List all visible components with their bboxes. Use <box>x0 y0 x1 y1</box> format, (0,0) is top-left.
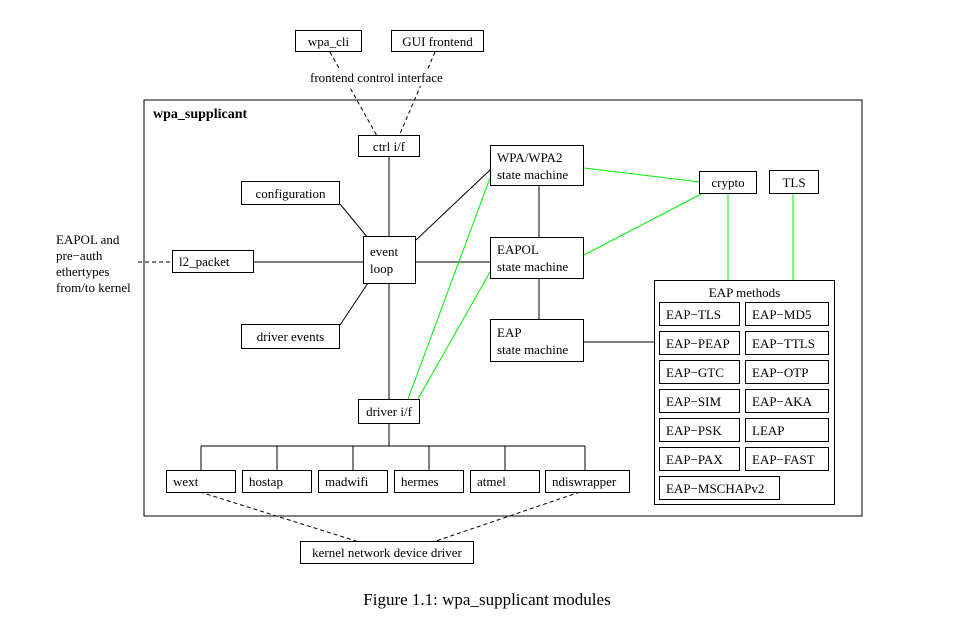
kernel-driver-label: kernel network device driver <box>312 545 462 560</box>
eap-method-item: EAP−OTP <box>745 360 829 384</box>
link-event-wpa <box>415 169 491 241</box>
event-loop-line-2: loop <box>370 261 394 276</box>
dash-wext-kernel <box>199 491 357 542</box>
eap-method-item: EAP−AKA <box>745 389 829 413</box>
dash-ndis-kernel <box>435 491 581 542</box>
eapol-state-machine-box: EAPOL state machine <box>490 237 584 279</box>
eap-method-item: EAP−MSCHAPv2 <box>659 476 780 500</box>
dash-gui-ctrl <box>398 51 436 137</box>
wpa-state-machine-box: WPA/WPA2 state machine <box>490 145 584 186</box>
ctrl-if-box: ctrl i/f <box>358 135 420 157</box>
green-eapol-driverif <box>417 271 491 400</box>
eap-method-item: EAP−TTLS <box>745 331 829 355</box>
eap-method-label: EAP−SIM <box>666 393 722 409</box>
configuration-label: configuration <box>255 185 326 201</box>
eap-method-item: EAP−GTC <box>659 360 740 384</box>
frontend-control-interface-label: frontend control interface <box>308 70 445 86</box>
driver-label: ndiswrapper <box>552 474 617 489</box>
l2-packet-label: l2_packet <box>179 254 230 269</box>
wpa-sm-line-1: WPA/WPA2 <box>497 149 563 165</box>
driver-ndiswrapper-box: ndiswrapper <box>545 470 630 493</box>
eapol-kernel-note: EAPOL and pre−auth ethertypes from/to ke… <box>56 232 131 296</box>
figure-caption: Figure 1.1: wpa_supplicant modules <box>363 590 611 609</box>
eapol-note-line-1: EAPOL and <box>56 232 120 247</box>
driver-label: atmel <box>477 474 506 489</box>
eap-state-machine-box: EAP state machine <box>490 319 584 362</box>
eapol-note-line-3: ethertypes <box>56 264 110 279</box>
driver-atmel-box: atmel <box>470 470 540 493</box>
eap-method-item: EAP−PSK <box>659 418 740 442</box>
green-eapol-crypto <box>583 191 706 256</box>
tls-label: TLS <box>782 174 806 190</box>
eap-methods-title: EAP methods <box>708 285 781 300</box>
eap-method-item: EAP−SIM <box>659 389 740 413</box>
eap-method-label: EAP−AKA <box>752 393 813 409</box>
eap-method-label: EAP−PAX <box>666 451 723 467</box>
wpa-sm-line-2: state machine <box>497 166 569 182</box>
event-loop-line-1: event <box>370 244 399 259</box>
eap-method-label: EAP−PEAP <box>666 335 730 351</box>
driver-label: hermes <box>401 474 439 489</box>
driver-hermes-box: hermes <box>394 470 464 493</box>
crypto-box: crypto <box>699 171 757 194</box>
l2-packet-box: l2_packet <box>172 250 254 273</box>
eap-method-item: LEAP <box>745 418 829 442</box>
wpa-cli-box: wpa_cli <box>295 30 362 52</box>
eap-method-item: EAP−PEAP <box>659 331 740 355</box>
driver-label: wext <box>173 474 199 489</box>
eap-method-label: EAP−MD5 <box>752 306 812 322</box>
container-title: wpa_supplicant <box>153 107 248 122</box>
eap-method-label: LEAP <box>752 422 785 438</box>
eap-method-label: EAP−TLS <box>666 306 722 322</box>
tls-box: TLS <box>769 170 819 194</box>
link-drvevents-event <box>339 279 371 326</box>
driver-label: madwifi <box>325 474 369 489</box>
eap-method-label: EAP−TTLS <box>752 335 815 351</box>
eap-method-label: EAP−OTP <box>752 364 809 380</box>
eap-method-item: EAP−MD5 <box>745 302 829 326</box>
eap-sm-line-2: state machine <box>497 341 569 357</box>
driver-hostap-box: hostap <box>242 470 312 493</box>
eap-method-item: EAP−TLS <box>659 302 740 326</box>
eap-method-label: EAP−MSCHAPv2 <box>666 480 765 496</box>
green-wpa-crypto <box>583 167 701 183</box>
driver-label: hostap <box>249 474 283 489</box>
dash-wpacli-ctrl <box>329 51 378 137</box>
eapol-sm-line-2: state machine <box>497 259 569 274</box>
eapol-sm-line-1: EAPOL <box>497 242 539 257</box>
event-loop-box: event loop <box>363 236 416 284</box>
link-config-event <box>339 203 369 239</box>
eapol-note-line-4: from/to kernel <box>56 280 131 295</box>
driver-events-label: driver events <box>256 329 325 344</box>
eapol-note-line-2: pre−auth <box>56 248 103 263</box>
eap-method-label: EAP−GTC <box>666 364 724 380</box>
driver-if-label: driver i/f <box>366 404 412 419</box>
gui-frontend-box: GUI frontend <box>391 30 484 52</box>
ctrl-if-label: ctrl i/f <box>372 138 406 154</box>
eap-sm-line-1: EAP <box>497 324 522 340</box>
driver-if-box: driver i/f <box>358 399 420 424</box>
crypto-label: crypto <box>711 175 745 190</box>
kernel-network-driver-box: kernel network device driver <box>300 541 474 564</box>
configuration-box: configuration <box>241 181 340 205</box>
wpa-supplicant-container-border <box>143 99 863 517</box>
gui-frontend-label: GUI frontend <box>402 33 473 49</box>
green-wpa-driverif <box>407 177 491 400</box>
wpa-cli-label: wpa_cli <box>307 33 350 49</box>
driver-madwifi-box: madwifi <box>318 470 388 493</box>
eap-method-item: EAP−FAST <box>745 447 829 471</box>
eap-method-label: EAP−PSK <box>666 422 722 438</box>
driver-events-box: driver events <box>241 324 340 349</box>
driver-wext-box: wext <box>166 470 236 493</box>
eap-method-label: EAP−FAST <box>752 451 815 467</box>
eap-method-item: EAP−PAX <box>659 447 740 471</box>
